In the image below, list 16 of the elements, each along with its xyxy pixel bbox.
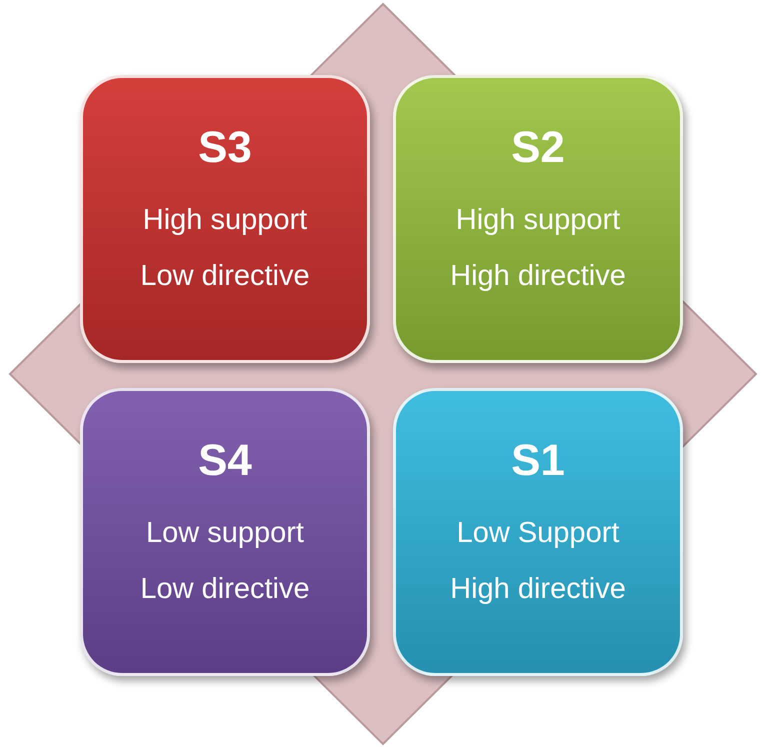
style-description: High support: [456, 203, 620, 238]
quadrant-card: [393, 75, 683, 363]
style-code: S2: [511, 126, 565, 170]
quadrant-card: [393, 388, 683, 676]
style-description: Low support: [146, 516, 304, 551]
style-description: High directive: [450, 259, 626, 294]
style-description: Low directive: [140, 259, 310, 294]
quadrant-card: [80, 75, 370, 363]
style-description: Low Support: [456, 516, 620, 551]
style-description: High support: [142, 203, 308, 238]
style-code: S1: [511, 439, 565, 483]
style-description: Low directive: [140, 572, 310, 607]
quadrant-card: [80, 388, 370, 676]
style-description: High directive: [450, 572, 626, 607]
style-code: S3: [198, 126, 252, 170]
style-code: S4: [198, 439, 252, 483]
